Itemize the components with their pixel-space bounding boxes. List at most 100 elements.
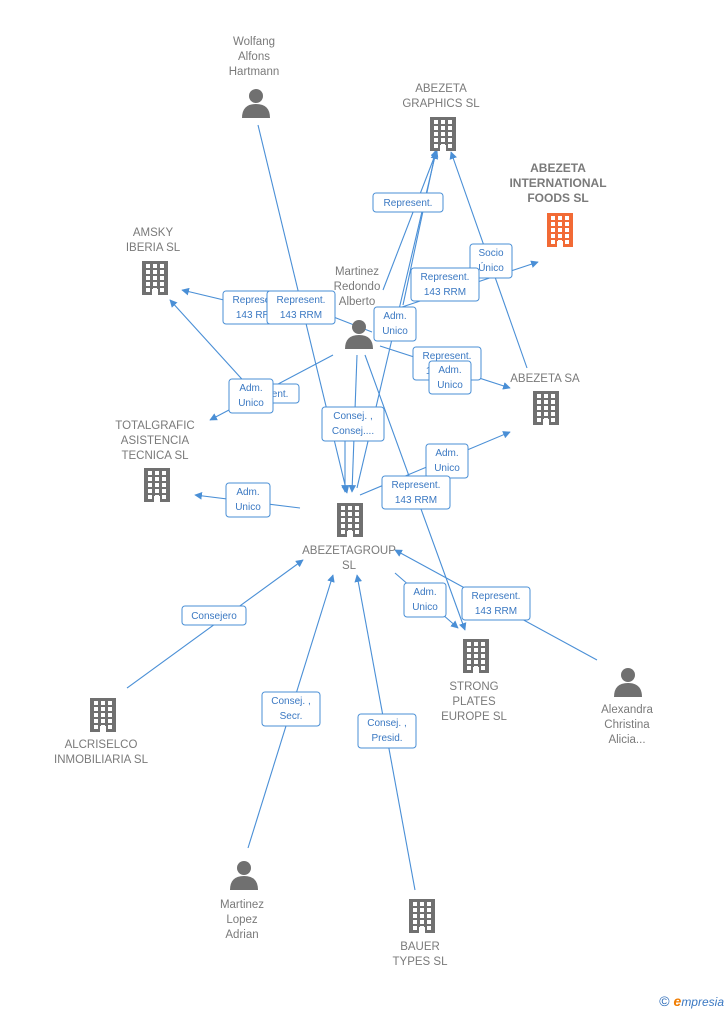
edge-label-text: Unico <box>434 463 460 474</box>
node-label: BAUER <box>400 941 440 953</box>
relation-edge <box>382 149 439 291</box>
company-node-group[interactable]: ABEZETAGROUP SL <box>302 503 396 572</box>
node-label: Alicia... <box>608 734 645 746</box>
node-label: SL <box>342 560 357 572</box>
node-label: ABEZETA <box>415 83 467 95</box>
edge-label-text: Adm. <box>383 311 406 322</box>
edge-label-e13[interactable]: Represent. 143 RRM <box>381 475 451 510</box>
node-label: FOODS SL <box>527 191 588 205</box>
edge-label-e19[interactable]: Consej. , Presid. <box>357 713 417 749</box>
edge-label-text: Represent. <box>392 480 441 491</box>
empresia-brand[interactable]: ©empresia <box>659 993 724 1009</box>
edge-label-text: Adm. <box>236 487 259 498</box>
edge-label-e5[interactable]: Represent. 143 RRM <box>266 290 336 325</box>
company-node-amsky[interactable]: AMSKY IBERIA SL <box>126 227 181 295</box>
node-label: INTERNATIONAL <box>509 176 606 190</box>
building-icon <box>430 117 456 151</box>
node-label: TECNICA SL <box>121 450 189 462</box>
node-label: INMOBILIARIA SL <box>54 754 149 766</box>
node-label: AMSKY <box>133 227 174 239</box>
edge-label-text: Unico <box>437 380 463 391</box>
edge-label-text: Adm. <box>435 448 458 459</box>
building-icon <box>533 391 559 425</box>
edge-label-text: Adm. <box>438 365 461 376</box>
edge-label-text: 143 RRM <box>424 287 466 298</box>
node-label: TOTALGRAFIC <box>115 420 194 432</box>
node-label: Hartmann <box>229 66 280 78</box>
node-label: Wolfang <box>233 36 275 48</box>
edge-label-text: Unico <box>382 326 408 337</box>
node-label: Alexandra <box>601 704 653 716</box>
node-label: TYPES SL <box>393 956 449 968</box>
edge-label-e16[interactable]: Represent. 143 RRM <box>461 586 531 621</box>
node-label: PLATES <box>452 696 496 708</box>
company-node-bauer[interactable]: BAUER TYPES SL <box>393 899 449 968</box>
edge-label-text: Unico <box>238 398 264 409</box>
node-label: Alfons <box>238 51 270 63</box>
company-node-graphics[interactable]: ABEZETA GRAPHICS SL <box>402 83 480 151</box>
edge-label-e17[interactable]: Consejero <box>181 605 247 626</box>
edge-label-text: Adm. <box>413 587 436 598</box>
node-label: IBERIA SL <box>126 242 181 254</box>
building-icon <box>409 899 435 933</box>
company-node-abezetasa[interactable]: ABEZETA SA <box>510 373 580 425</box>
building-icon <box>144 468 170 502</box>
node-label: Christina <box>604 719 650 731</box>
node-label: Alberto <box>339 296 375 308</box>
node-label: EUROPE SL <box>441 711 507 723</box>
edge-label-e18[interactable]: Consej. ,Secr. <box>261 691 321 727</box>
node-label: Lopez <box>226 914 258 926</box>
edge-label-e15[interactable]: Adm. Unico <box>403 582 447 618</box>
edge-label-e6[interactable]: Adm. Unico <box>373 306 417 342</box>
building-icon <box>463 639 489 673</box>
node-label: ASISTENCIA <box>121 435 190 447</box>
person-node-alexandra[interactable]: AlexandraChristinaAlicia... <box>601 668 653 746</box>
edge-label-e11[interactable]: Consej. , Consej.... <box>321 406 385 442</box>
building-icon <box>547 213 573 247</box>
edge-label-text: 143 RRM <box>395 495 437 506</box>
edge-label-text: 143 RRM <box>236 310 278 321</box>
edge-label-text: Represent. <box>421 272 470 283</box>
copyright-icon: © <box>659 993 670 1009</box>
node-label: ALCRISELCO <box>65 739 138 751</box>
edge-label-text: 143 RRM <box>475 606 517 617</box>
edge-label-e12[interactable]: Adm. Unico <box>425 443 469 479</box>
company-node-alcriselco[interactable]: ALCRISELCO INMOBILIARIA SL <box>54 698 149 766</box>
brand-name: mpresia <box>681 995 724 1009</box>
edge-label-text: Consej.... <box>332 426 374 437</box>
edge-label-text: Presid. <box>371 733 402 744</box>
edge-label-e8[interactable]: Adm. Unico <box>428 360 472 395</box>
edge-label-text: Represent. <box>233 295 282 306</box>
node-label: STRONG <box>449 681 498 693</box>
node-label: GRAPHICS SL <box>402 98 480 110</box>
edge-label-text: Unico <box>412 602 438 613</box>
edge-label-text: Represent. <box>384 198 433 209</box>
company-node-totalgrafic[interactable]: TOTALGRAFIC ASISTENCIA TECNICA SL <box>115 420 195 502</box>
company-node-strong[interactable]: STRONG PLATES EUROPE SL <box>441 639 508 723</box>
edge-label-e1[interactable]: Represent. <box>372 192 444 213</box>
edge-label-text: 143 RRM <box>280 310 322 321</box>
edge-label-text: Represent. <box>277 295 326 306</box>
node-label: ABEZETAGROUP <box>302 545 396 557</box>
building-icon <box>337 503 363 537</box>
edge-label-text: Represent. <box>472 591 521 602</box>
node-label: Redondo <box>334 281 381 293</box>
edge-label-e3[interactable]: Represent. 143 RRM <box>410 267 480 302</box>
edge-label-e14[interactable]: Adm. Unico <box>225 482 271 518</box>
edge-label-text: Consej. , <box>333 411 372 422</box>
edge-label-e10[interactable]: Adm. Unico <box>228 378 274 414</box>
edge-label-text: Secr. <box>280 711 303 722</box>
edge-label-text: Unico <box>235 502 261 513</box>
node-label: Martinez <box>335 266 379 278</box>
person-icon <box>230 861 258 890</box>
edge-label-text: Adm. <box>239 383 262 394</box>
edge-label-text: Consej. , <box>367 718 406 729</box>
node-label: ABEZETA SA <box>510 373 580 385</box>
edge-label-text: Consejero <box>191 611 237 622</box>
